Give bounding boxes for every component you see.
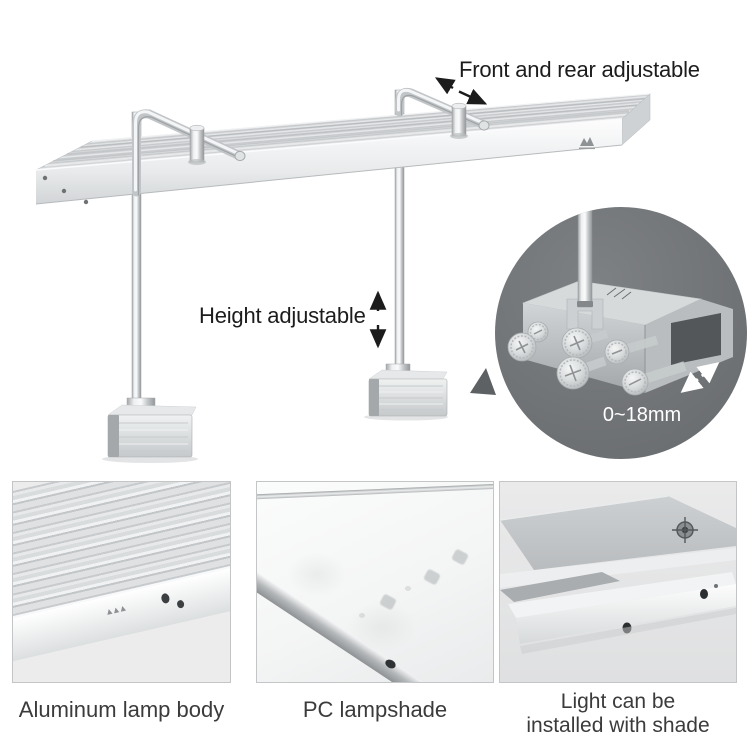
annotation-front-rear: Front and rear adjustable [459,57,700,82]
mount-post-right [450,102,468,139]
clamp-detail-inset: 0~18mm [495,207,747,459]
feature-photo-aluminum-body: ▲▲▲ [12,481,231,683]
aluminum-slab: ▲▲▲ [13,482,230,682]
led-dot-shadow [405,586,411,591]
rod-end-cap-right [478,120,490,131]
lamp-hero-illustration [35,77,651,463]
lamp-front-face [36,119,622,204]
feature-photo-pc-lampshade [256,481,494,683]
lamp-body-top [508,572,736,618]
mount-post-left [188,124,206,165]
callout-triangle-icon [470,368,496,395]
thumb-screws [507,321,687,396]
feature-photo-shade-installed [499,481,737,683]
led-dot-shadow [359,613,365,618]
brand-logo-icon: ▲▲▲ [103,602,127,618]
tank-clamp-left [102,397,198,463]
clamp-pole [566,207,604,330]
body-shadow [520,608,736,654]
tank-clamp-right [364,363,448,421]
shade-shadow [287,552,347,597]
screw-hole [176,599,185,609]
bracket-rod-left [132,109,243,197]
screw-hole [61,188,67,194]
front-rear-adjust-arrow-icon [434,77,488,105]
caption-shade-installed: Light can be installed with shade [499,690,737,737]
lamp-interior [500,548,736,588]
frosted-shade-surface [257,482,493,682]
clamp-detail-drawing [507,207,733,396]
screw-hole [83,199,89,205]
opened-shade-panel [500,496,736,570]
open-shade-drawing [500,495,736,654]
shade-flap [500,572,620,602]
brand-logo-icon [579,137,595,150]
bracket-rod-right [395,87,487,129]
caption-line-1: Light can be [560,690,676,713]
screw-hole [700,589,708,599]
annotation-height: Height adjustable [199,303,366,328]
caption-aluminum-body: Aluminum lamp body [18,697,225,722]
lamp-bar [35,93,651,205]
screw-hole [160,592,171,605]
screw-hole [42,175,48,181]
clamp-range-label: 0~18mm [602,404,682,426]
caption-line-2: installed with shade [526,713,710,737]
engraved-logo-icon [606,287,632,300]
crosshair-icon [672,517,698,543]
screw-hole [714,584,718,588]
caption-pc-lampshade: PC lampshade [302,697,448,722]
lamp-body-front [516,584,736,644]
rod-end-cap-left [234,150,246,162]
range-arrow-icon [680,362,720,393]
